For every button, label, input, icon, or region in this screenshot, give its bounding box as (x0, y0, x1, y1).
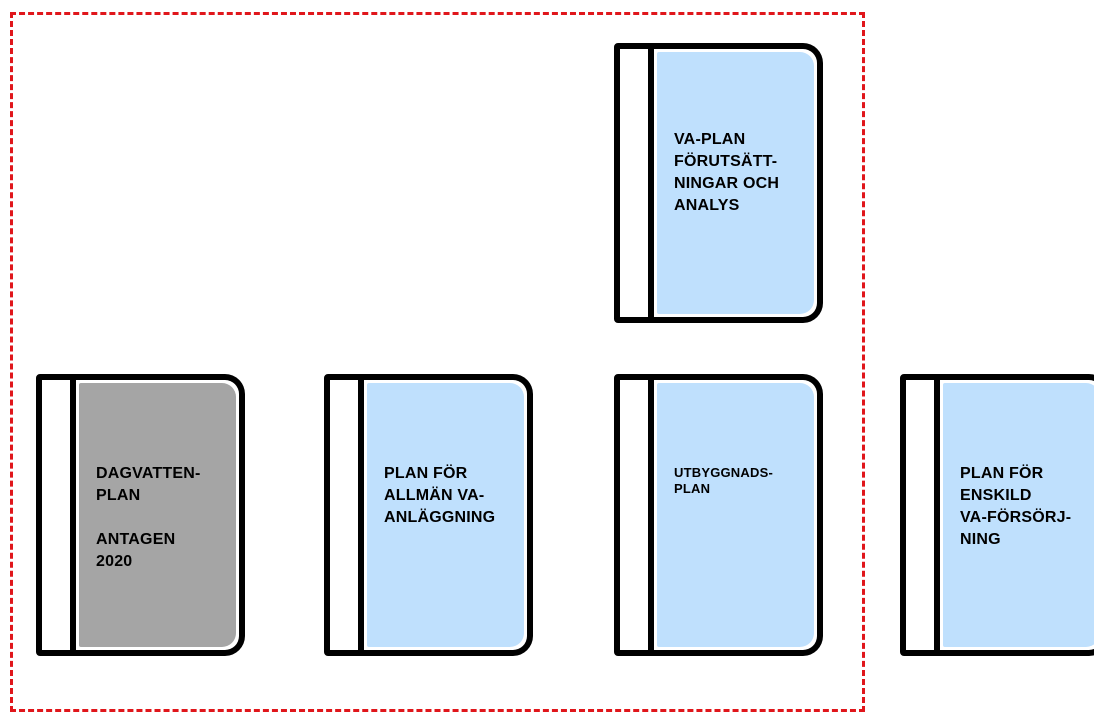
binder-cover (79, 383, 236, 647)
binder-spine (906, 380, 940, 650)
binder-cover (657, 52, 814, 314)
binder-cover (367, 383, 524, 647)
binder-dagvatten: DAGVATTEN- PLAN ANTAGEN 2020 (36, 374, 245, 656)
binder-spine (620, 49, 654, 317)
binder-spine (620, 380, 654, 650)
binder-label-allman-va: PLAN FÖR ALLMÄN VA- ANLÄGGNING (384, 465, 496, 526)
binder-va-plan: VA-PLAN FÖRUTSÄTT- NINGAR OCH ANALYS (614, 43, 823, 323)
binder-cover (657, 383, 814, 647)
binder-spine (42, 380, 76, 650)
binder-label-enskild-va: PLAN FÖR ENSKILD VA-FÖRSÖRJ- NING (960, 465, 1072, 548)
binder-spine (330, 380, 364, 650)
binder-allman-va: PLAN FÖR ALLMÄN VA- ANLÄGGNING (324, 374, 533, 656)
binder-label-utbyggnadsplan: UTBYGGNADS- PLAN (674, 465, 773, 496)
binder-label-dagvatten: DAGVATTEN- PLAN ANTAGEN 2020 (96, 465, 201, 570)
binder-enskild-va: PLAN FÖR ENSKILD VA-FÖRSÖRJ- NING (900, 374, 1094, 656)
binder-label-va-plan: VA-PLAN FÖRUTSÄTT- NINGAR OCH ANALYS (674, 131, 780, 214)
binder-utbyggnadsplan: UTBYGGNADS- PLAN (614, 374, 823, 656)
binder-cover (943, 383, 1094, 647)
